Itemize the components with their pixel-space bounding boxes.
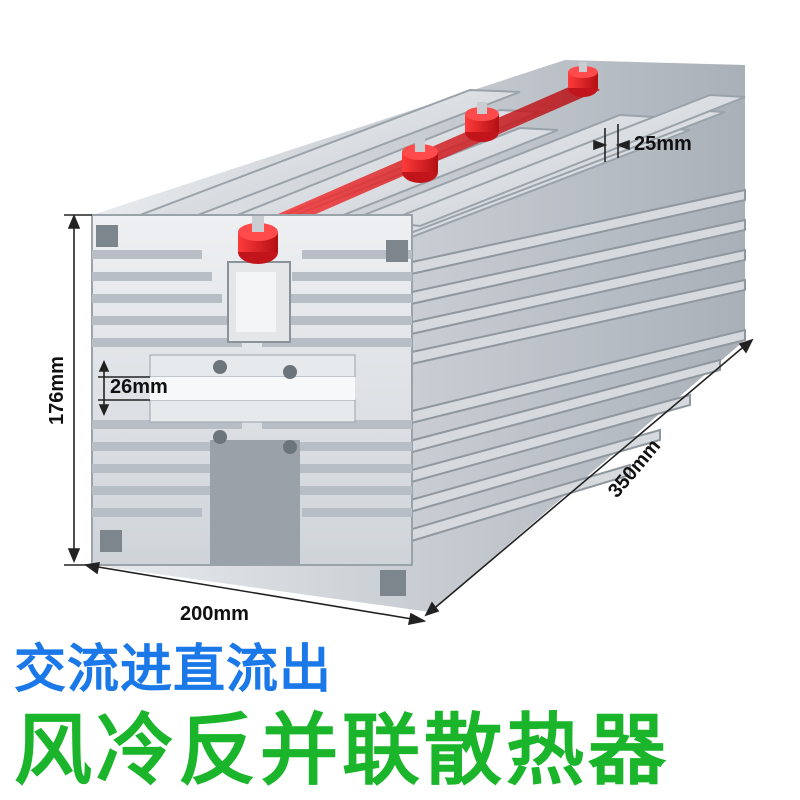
- dimension-lines: [64, 124, 754, 626]
- red-terminal: [465, 102, 499, 142]
- gap-dimension-label: 26mm: [110, 376, 168, 398]
- caption-line-1: 交流进直流出: [14, 640, 333, 700]
- height-dimension-label: 176mm: [46, 356, 68, 425]
- red-terminal: [568, 62, 598, 97]
- device-module: [227, 261, 291, 343]
- width-dimension-label: 200mm: [180, 603, 249, 625]
- red-terminal: [402, 138, 438, 183]
- front-profile: [91, 214, 413, 596]
- caption-line-2: 风冷反并联散热器: [14, 706, 671, 796]
- fin-pitch-dimension-label: 25mm: [634, 133, 692, 155]
- red-terminal: [238, 216, 278, 264]
